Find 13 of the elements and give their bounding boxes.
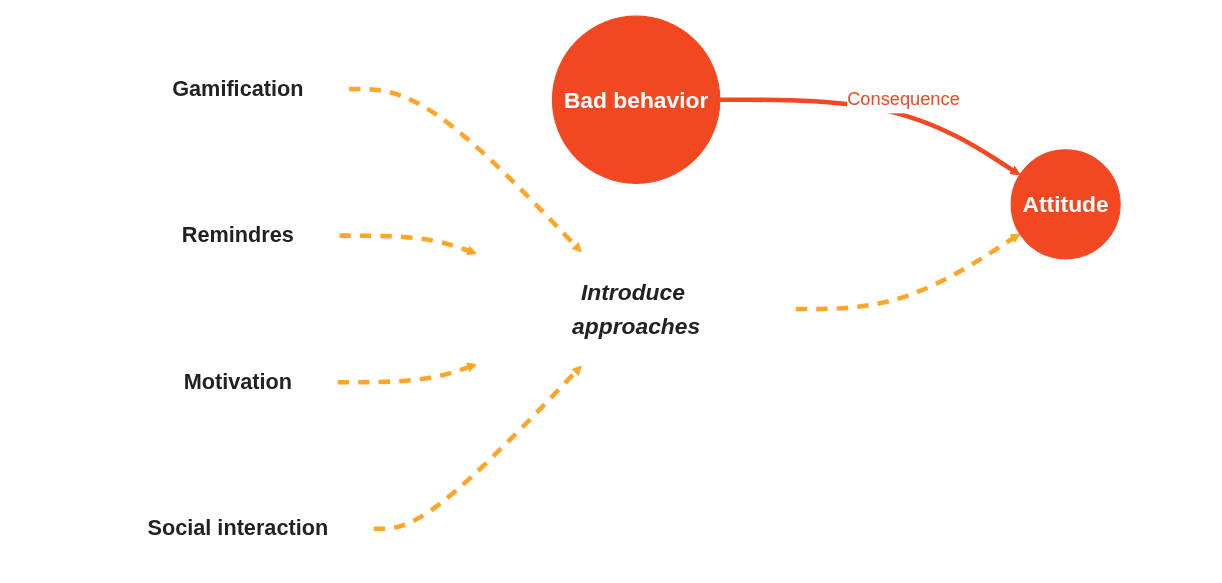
node-text: Gamification xyxy=(172,75,304,100)
arrow xyxy=(795,232,1021,311)
node-circle: Attitude xyxy=(1010,148,1121,259)
node-text: Remindres xyxy=(181,222,294,247)
node-text: Motivation xyxy=(183,368,293,393)
arrow xyxy=(349,86,582,252)
node-text: Introduce approaches xyxy=(572,278,701,339)
arrow xyxy=(339,232,477,255)
node-text: Social interaction xyxy=(147,515,329,540)
arrow xyxy=(337,362,477,384)
edge-label: Consequence xyxy=(847,89,960,109)
node-circle: Bad behavior xyxy=(551,15,721,184)
arrow xyxy=(373,365,582,531)
